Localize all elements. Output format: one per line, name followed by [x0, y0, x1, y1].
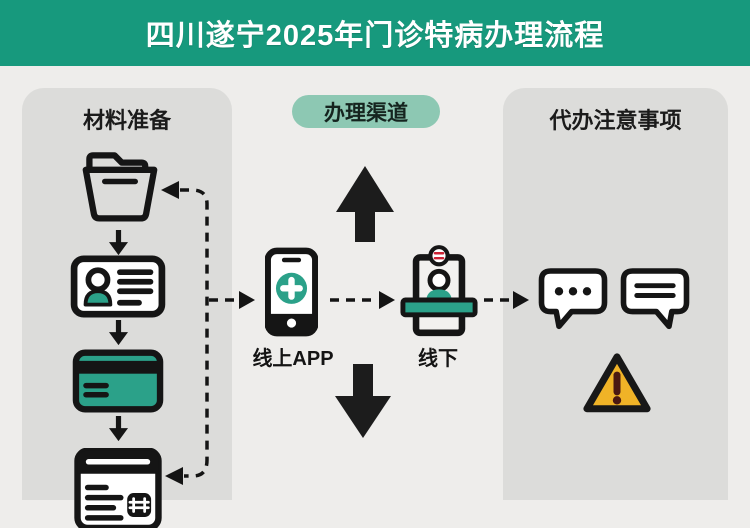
id-card-icon [70, 255, 166, 318]
down-arrow-icon [108, 320, 129, 346]
title-banner: 四川遂宁2025年门诊特病办理流程 [0, 0, 750, 66]
chat-dots-icon [538, 268, 608, 330]
service-counter-icon [400, 245, 478, 337]
offline-label: 线下 [418, 348, 458, 370]
phone-app-icon [265, 247, 318, 337]
down-arrow-icon [108, 230, 129, 256]
materials-panel: 材料准备 [22, 88, 232, 500]
materials-header: 材料准备 [82, 108, 171, 133]
flow-down-arrow-icon [335, 364, 391, 438]
document-icon [74, 448, 162, 528]
down-arrow-icon [108, 416, 129, 442]
folder-icon [82, 152, 158, 222]
channels-pill: 办理渠道 [292, 95, 440, 128]
flow-up-arrow-icon [336, 166, 394, 242]
warning-triangle-icon [583, 353, 651, 413]
page-title: 四川遂宁2025年门诊特病办理流程 [145, 20, 605, 52]
dashed-connectors [161, 181, 529, 485]
social-card-icon [72, 349, 164, 413]
notes-header: 代办注意事项 [549, 108, 682, 133]
chat-lines-icon [620, 268, 690, 330]
online-app-label: 线上APP [252, 348, 334, 370]
